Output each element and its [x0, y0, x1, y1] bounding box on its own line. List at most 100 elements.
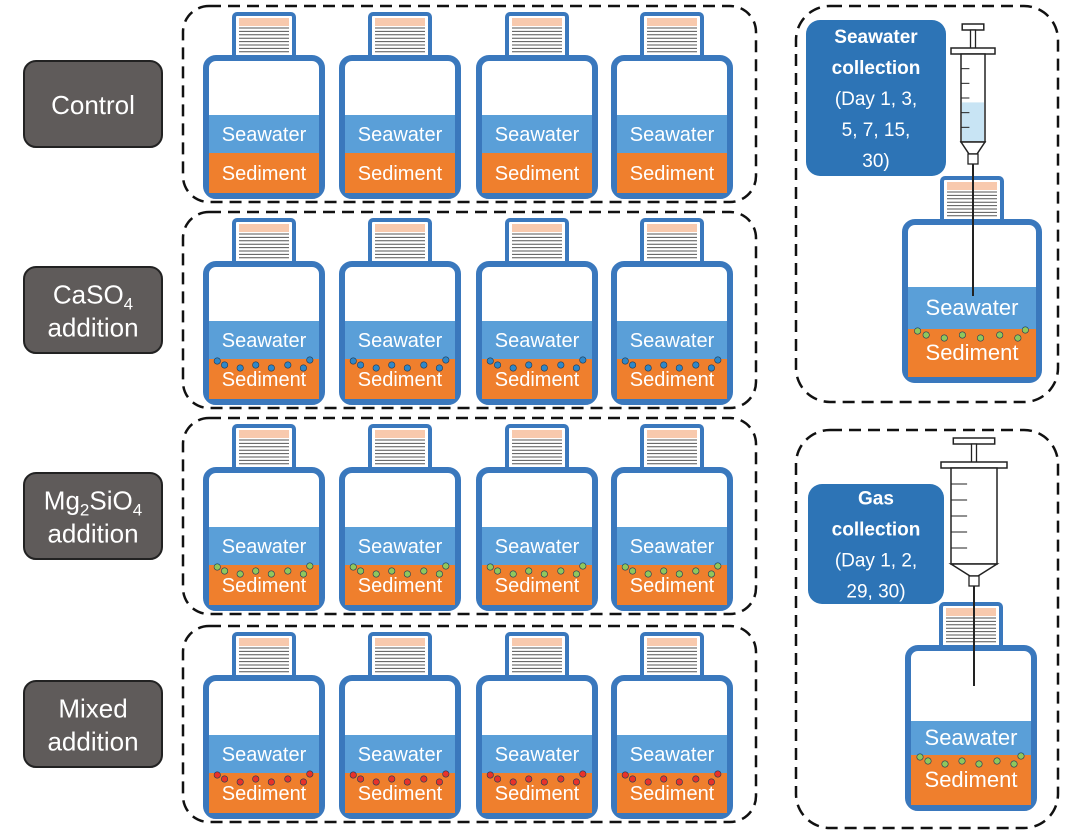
particle-dot: [403, 364, 411, 372]
bottle-cap: [647, 638, 697, 646]
seawater-layer: [345, 321, 455, 359]
seawater-label: Seawater: [495, 744, 580, 766]
particle-dot: [660, 567, 668, 575]
seawater-detail: 30): [862, 151, 889, 172]
sediment-label: Sediment: [222, 575, 307, 597]
particle-dot: [707, 778, 715, 786]
label-text: addition: [47, 313, 138, 343]
particle-dot: [435, 778, 443, 786]
treatment-label: addition: [47, 727, 138, 757]
particle-dot: [692, 361, 700, 369]
particle-dot: [692, 567, 700, 575]
gas-title: collection: [832, 520, 921, 541]
treatment-group-frame: [181, 210, 758, 410]
particle-dot: [435, 364, 443, 372]
particle-dot: [922, 331, 930, 339]
particle-dot: [644, 570, 652, 578]
seawater-layer: [617, 115, 727, 153]
particle-dot: [252, 567, 260, 575]
sediment-label: Sediment: [630, 783, 715, 805]
needle-hub: [968, 575, 980, 587]
treatment-label-box: [23, 680, 163, 768]
particle-dot: [675, 570, 683, 578]
particle-dot: [221, 775, 229, 783]
particle-dot: [494, 361, 502, 369]
particle-dot: [299, 778, 307, 786]
treatment-group-frame: [181, 624, 758, 824]
particle-dot: [714, 562, 722, 570]
syringe-liquid: [962, 102, 984, 141]
seawater-layer: [482, 527, 592, 565]
particle-dot: [306, 356, 314, 364]
sediment-layer: [345, 153, 455, 193]
seawater-label: Seawater: [630, 330, 715, 352]
seawater-layer: [209, 735, 319, 773]
particle-dot: [306, 562, 314, 570]
particle-dot: [941, 760, 949, 768]
particle-dot: [572, 364, 580, 372]
treatment-labels: ControlCaSO4additionMg2SiO4additionMixed…: [23, 60, 163, 768]
particle-dot: [486, 357, 494, 365]
seawater-label: Seawater: [358, 744, 443, 766]
plunger-head: [952, 437, 996, 445]
particle-dot: [435, 570, 443, 578]
particle-dot: [236, 364, 244, 372]
sediment-label: Sediment: [222, 369, 307, 391]
particle-dot: [572, 778, 580, 786]
bottle-cap: [239, 224, 289, 232]
particle-dot: [675, 364, 683, 372]
seawater-label: Seawater: [222, 124, 307, 146]
sediment-layer: [209, 153, 319, 193]
syringe-with-liquid-icon: [950, 23, 996, 296]
bottle-cap: [512, 430, 562, 438]
particle-dot: [660, 361, 668, 369]
sediment-label: Sediment: [358, 575, 443, 597]
bottle-cap: [512, 224, 562, 232]
particle-dot: [442, 562, 450, 570]
seawater-detail: 5, 7, 15,: [842, 120, 911, 141]
particle-dot: [372, 570, 380, 578]
sediment-label: Sediment: [495, 163, 580, 185]
particle-dot: [579, 562, 587, 570]
seawater-layer: [911, 721, 1031, 755]
particle-dot: [958, 331, 966, 339]
seawater-label: Seawater: [222, 330, 307, 352]
particle-dot: [940, 334, 948, 342]
particle-dot: [299, 364, 307, 372]
sediment-label: Sediment: [222, 163, 307, 185]
particle-dot: [509, 364, 517, 372]
syringe-tip: [959, 141, 987, 155]
particle-dot: [525, 775, 533, 783]
needle-hub: [967, 153, 979, 165]
particle-dot: [621, 771, 629, 779]
particle-dot: [486, 563, 494, 571]
particle-dot: [629, 361, 637, 369]
seawater-label: Seawater: [222, 744, 307, 766]
seawater-label: Seawater: [358, 536, 443, 558]
particle-dot: [540, 778, 548, 786]
particle-dot: [252, 775, 260, 783]
sediment-label: Sediment: [926, 340, 1019, 365]
seawater-layer: [482, 115, 592, 153]
particle-dot: [993, 757, 1001, 765]
treatment-groups: SeawaterSedimentSeawaterSedimentSeawater…: [181, 4, 758, 824]
particle-dot: [420, 361, 428, 369]
sediment-label: Sediment: [222, 783, 307, 805]
particle-dot: [213, 771, 221, 779]
finger-flange: [940, 461, 1008, 469]
gas-panel-frame: [794, 428, 1060, 830]
treatment-label: Mixed: [58, 694, 127, 724]
seawater-label: Seawater: [495, 536, 580, 558]
seawater-layer: [617, 321, 727, 359]
seawater-callout-box: [806, 20, 946, 176]
seawater-label: Seawater: [222, 536, 307, 558]
seawater-layer: [345, 735, 455, 773]
seawater-label: Seawater: [630, 744, 715, 766]
seawater-label: Seawater: [358, 330, 443, 352]
